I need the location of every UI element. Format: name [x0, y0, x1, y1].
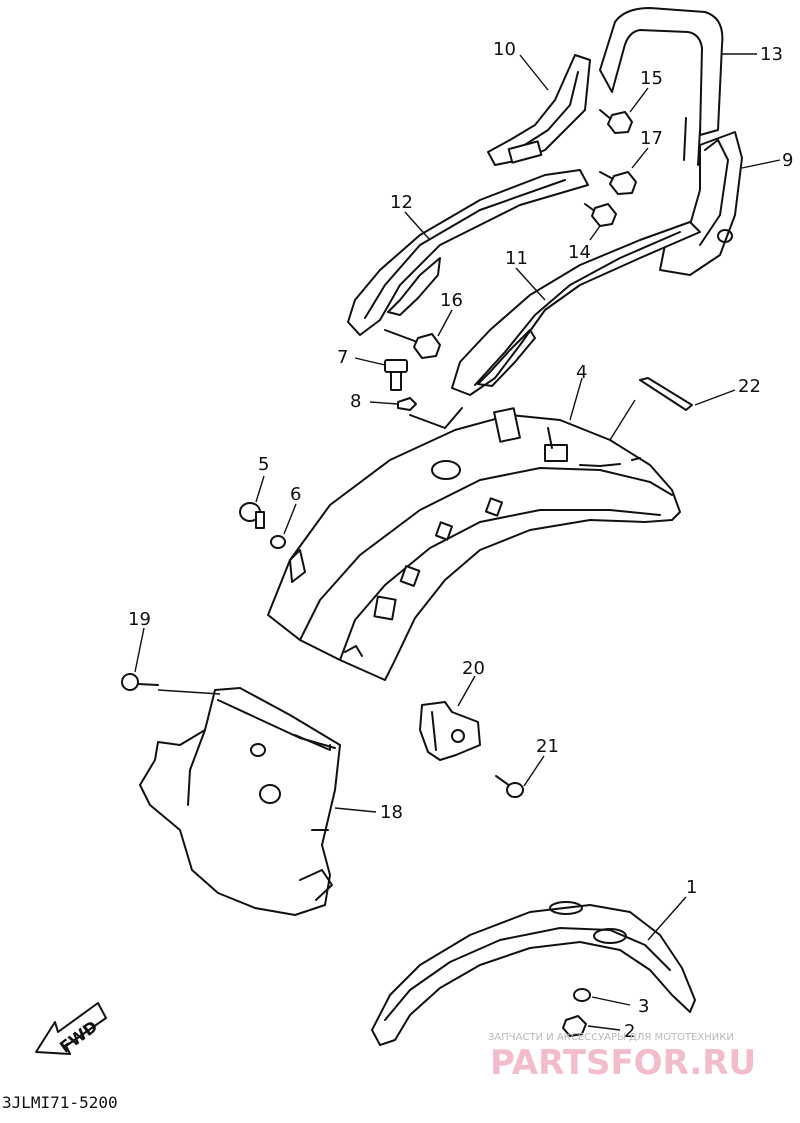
callout-13: 13	[760, 44, 783, 65]
callout-15: 15	[640, 68, 663, 89]
callout-2: 2	[624, 1021, 635, 1042]
part-11-grab-rail	[451, 221, 701, 396]
part-6-nut	[270, 535, 286, 549]
callout-1: 1	[686, 877, 697, 898]
callout-21: 21	[536, 736, 559, 757]
part-19-bolt	[121, 673, 159, 691]
callout-12: 12	[390, 192, 413, 213]
callout-11: 11	[505, 248, 528, 269]
callout-7: 7	[337, 347, 348, 368]
callout-10: 10	[493, 39, 516, 60]
leader-lines	[134, 53, 781, 1031]
callout-9: 9	[782, 150, 793, 171]
part-5-bolt	[239, 502, 265, 529]
part-18-inner-fender	[139, 687, 341, 916]
part-16-bolt	[384, 329, 441, 359]
part-10-bracket	[487, 54, 591, 166]
forward-direction-arrow: FWD	[35, 1002, 107, 1057]
callout-17: 17	[640, 128, 663, 149]
part-22-label	[639, 377, 693, 411]
diagram-code: 3JLMI71-5200	[2, 1093, 118, 1112]
part-17-bolt	[599, 171, 637, 195]
part-3-nut	[573, 988, 591, 1002]
callout-8: 8	[350, 391, 361, 412]
watermark-brand: PARTSFOR.RU	[490, 1043, 756, 1083]
callout-5: 5	[258, 454, 269, 475]
callout-4: 4	[576, 362, 587, 383]
callout-18: 18	[380, 802, 403, 823]
callout-6: 6	[290, 484, 301, 505]
part-14-bolt	[584, 203, 617, 227]
part-20-bracket	[419, 701, 481, 761]
watermark: ЗАПЧАСТИ И АКСЕССУАРЫ ДЛЯ МОТОТЕХНИКИ PA…	[488, 1032, 756, 1083]
callout-16: 16	[440, 290, 463, 311]
part-9-side-cover	[659, 131, 743, 276]
part-4-rear-fender	[267, 407, 681, 681]
callout-19: 19	[128, 609, 151, 630]
part-1-front-fender	[371, 901, 696, 1046]
callout-20: 20	[462, 658, 485, 679]
part-21-screw	[495, 775, 524, 798]
callout-labels: 10 13 15 9 17 12 14 11 16 7 4 22 8 5 6 1…	[128, 39, 793, 1042]
callout-22: 22	[738, 376, 761, 397]
part-7-bolt	[384, 359, 408, 391]
part-2-bolt	[562, 1015, 587, 1037]
part-12-grab-rail	[347, 169, 589, 336]
watermark-tagline: ЗАПЧАСТИ И АКСЕССУАРЫ ДЛЯ МОТОТЕХНИКИ	[488, 1032, 734, 1043]
callout-14: 14	[568, 242, 591, 263]
part-8-clip	[397, 397, 463, 429]
part-15-bolt	[599, 109, 633, 134]
callout-3: 3	[638, 996, 649, 1017]
